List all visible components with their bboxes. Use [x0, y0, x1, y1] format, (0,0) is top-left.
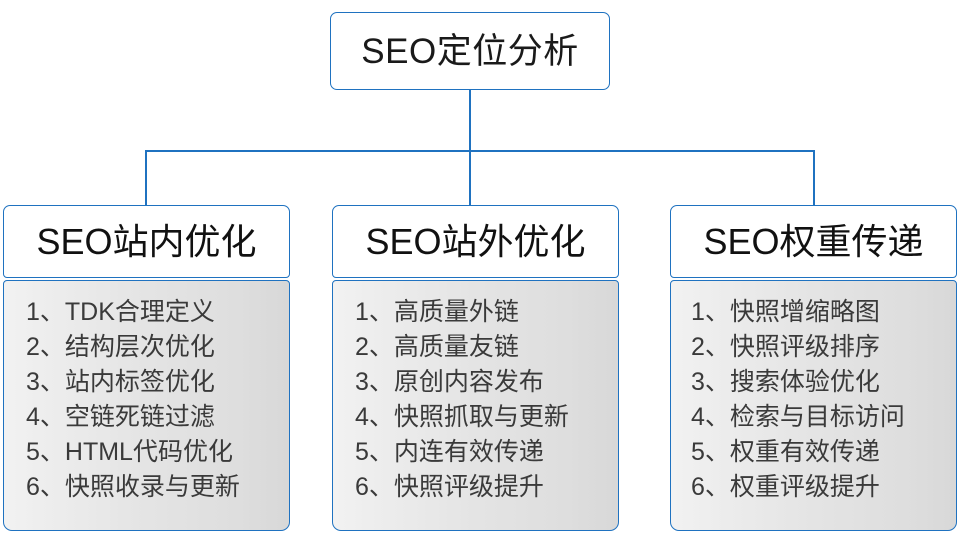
list-item: 4、检索与目标访问 — [691, 403, 905, 431]
list-item: 2、结构层次优化 — [26, 333, 215, 361]
branch-list-1: 1、TDK合理定义 2、结构层次优化 3、站内标签优化 4、空链死链过滤 5、H… — [3, 280, 290, 531]
branch-column-1: SEO站内优化 1、TDK合理定义 2、结构层次优化 3、站内标签优化 4、空链… — [3, 205, 290, 531]
branch-list-2: 1、高质量外链 2、高质量友链 3、原创内容发布 4、快照抓取与更新 5、内连有… — [332, 280, 619, 531]
list-item: 1、快照增缩略图 — [691, 298, 880, 326]
list-item: 4、空链死链过滤 — [26, 403, 215, 431]
list-item: 3、搜索体验优化 — [691, 368, 880, 396]
branch-column-3: SEO权重传递 1、快照增缩略图 2、快照评级排序 3、搜索体验优化 4、检索与… — [670, 205, 957, 531]
list-item: 2、快照评级排序 — [691, 333, 880, 361]
branch-header-2: SEO站外优化 — [332, 205, 619, 278]
connector-root-stem — [469, 90, 471, 151]
branch-header-3: SEO权重传递 — [670, 205, 957, 278]
root-node-label: SEO定位分析 — [361, 31, 579, 71]
list-item: 6、权重评级提升 — [691, 473, 880, 501]
connector-branch-1-stem — [145, 150, 147, 206]
branch-header-label-1: SEO站内优化 — [36, 220, 257, 262]
branch-list-3: 1、快照增缩略图 2、快照评级排序 3、搜索体验优化 4、检索与目标访问 5、权… — [670, 280, 957, 531]
list-item: 2、高质量友链 — [355, 333, 519, 361]
connector-horizontal-bus — [145, 150, 815, 152]
list-item: 5、HTML代码优化 — [26, 438, 233, 466]
branch-header-1: SEO站内优化 — [3, 205, 290, 278]
branch-header-label-3: SEO权重传递 — [703, 220, 924, 262]
list-item: 5、内连有效传递 — [355, 438, 544, 466]
list-item: 5、权重有效传递 — [691, 438, 880, 466]
list-item: 1、TDK合理定义 — [26, 298, 215, 326]
branch-header-label-2: SEO站外优化 — [365, 220, 586, 262]
list-item: 1、高质量外链 — [355, 298, 519, 326]
connector-branch-2-stem — [469, 150, 471, 206]
root-node: SEO定位分析 — [330, 12, 610, 90]
list-item: 3、站内标签优化 — [26, 368, 215, 396]
branch-column-2: SEO站外优化 1、高质量外链 2、高质量友链 3、原创内容发布 4、快照抓取与… — [332, 205, 619, 531]
list-item: 6、快照评级提升 — [355, 473, 544, 501]
connector-branch-3-stem — [813, 150, 815, 206]
list-item: 3、原创内容发布 — [355, 368, 544, 396]
list-item: 6、快照收录与更新 — [26, 473, 240, 501]
list-item: 4、快照抓取与更新 — [355, 403, 569, 431]
